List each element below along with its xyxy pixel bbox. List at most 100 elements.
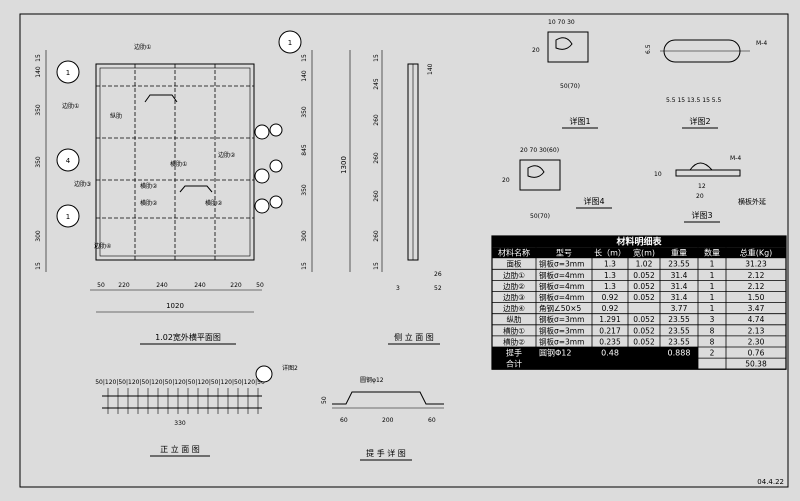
part-label: 边肋④ [94, 242, 111, 250]
plan-left-dim: 350 [35, 156, 42, 168]
table-cell: 边肋② [503, 281, 525, 291]
detail-1-title: 详图1 [569, 116, 590, 126]
table-cell: 合计 [506, 359, 522, 369]
side-dim: 245 [373, 78, 380, 90]
svg-text:50: 50 [321, 396, 328, 404]
part-label: 横肋② [140, 199, 158, 207]
table-cell: 0.888 [668, 349, 691, 358]
table-cell: 0.92 [602, 293, 619, 302]
svg-text:M-4: M-4 [730, 155, 741, 162]
side-dim: 260 [373, 114, 380, 126]
svg-text:52: 52 [434, 285, 442, 292]
table-cell: 0.052 [633, 315, 655, 324]
table-header: 材料名称 [498, 248, 530, 258]
table-cell: 0.052 [633, 282, 655, 291]
table-cell: 角钢∠50×5 [539, 303, 582, 313]
table-cell: 23.55 [668, 337, 690, 346]
table-cell: 2.13 [748, 326, 765, 335]
svg-text:12: 12 [698, 183, 706, 190]
handle-detail: 圆钢φ12 60 200 60 50 提 手 详 图 [321, 376, 444, 461]
svg-text:20: 20 [532, 47, 540, 54]
side-view-title: 侧 立 面 图 [394, 332, 434, 342]
plan-bottom-dim: 220 [118, 282, 130, 289]
table-cell: 31.4 [671, 271, 688, 280]
plan-right-dim: 350 [301, 106, 308, 118]
svg-text:10: 10 [654, 171, 662, 178]
detail-1: 10 70 30 20 50(70) 详图1 [532, 19, 598, 129]
callout-circle: 1 [278, 30, 302, 54]
callout-circle: 1 [56, 60, 80, 84]
detail-3: M-4 10 12 20 横板外延 详图3 [654, 155, 766, 223]
table-cell: 面板 [507, 259, 522, 269]
plan-bottom-dim: 240 [156, 282, 168, 289]
table-cell: 边肋④ [503, 303, 525, 313]
table-cell: 0.217 [599, 326, 621, 335]
svg-text:50(70): 50(70) [560, 83, 580, 90]
table-cell: 31.4 [671, 282, 688, 291]
table-cell: 1.3 [604, 271, 616, 280]
table-cell: 50.38 [745, 360, 767, 369]
part-label: 横肋② [140, 182, 158, 190]
table-cell: 8 [710, 337, 715, 346]
plan-right-dim: 15 [301, 54, 308, 62]
table-cell: 8 [710, 326, 715, 335]
plan-right-dim: 300 [301, 230, 308, 242]
svg-text:4: 4 [66, 157, 71, 165]
table-cell: 钢板σ=3mm [539, 314, 584, 324]
svg-text:60: 60 [428, 417, 436, 424]
table-cell: 1.3 [604, 260, 616, 269]
table-cell: 1 [710, 271, 715, 280]
table-cell: 3.47 [748, 304, 765, 313]
table-title: 材料明细表 [615, 236, 662, 248]
table-header: 宽(m) [633, 248, 655, 258]
svg-text:200: 200 [382, 417, 394, 424]
table-cell: 0.052 [633, 337, 655, 346]
front-callout: 详图2 [282, 364, 298, 372]
table-cell: 圆钢Φ12 [539, 348, 571, 358]
plan-left-dim: 300 [35, 230, 42, 242]
side-dim: 15 [373, 54, 380, 62]
handle-bottom [179, 185, 213, 193]
svg-text:20: 20 [696, 193, 704, 200]
svg-text:10 70 30: 10 70 30 [548, 19, 575, 26]
plan-title: 1.02宽外横平面图 [155, 332, 221, 342]
table-cell: 4.74 [748, 315, 765, 324]
part-label: 边肋② [218, 151, 236, 159]
table-cell: 3 [710, 315, 715, 324]
table-cell: 横肋② [503, 336, 525, 346]
plan-bottom-dim: 50 [97, 282, 105, 289]
table-header: 总重(Kg) [740, 248, 773, 258]
table-cell: 1.291 [599, 315, 621, 324]
table-border [491, 235, 787, 370]
svg-text:1: 1 [66, 69, 70, 77]
table-cell: 23.55 [668, 326, 690, 335]
plan-bottom-dim: 50 [256, 282, 264, 289]
svg-text:140: 140 [427, 63, 434, 75]
side-dim: 15 [373, 262, 380, 270]
plan-left-dim: 15 [35, 262, 42, 270]
detail-4-title: 详图4 [583, 196, 604, 206]
table-cell: 0.76 [748, 349, 765, 358]
table-cell: 边肋① [503, 270, 525, 280]
svg-text:1: 1 [288, 39, 292, 47]
part-label: 边肋① [134, 43, 151, 51]
svg-text:20: 20 [502, 177, 510, 184]
table-cell: 0.052 [633, 293, 655, 302]
callout-circle: 1 [56, 204, 80, 228]
table-cell: 0.48 [601, 349, 619, 358]
table-cell: 23.55 [668, 260, 690, 269]
table-cell: 提手 [506, 348, 522, 358]
table-cell: 3.77 [671, 304, 688, 313]
side-dim: 260 [373, 230, 380, 242]
part-label: 边肋① [62, 102, 79, 110]
plan-bottom-dim: 220 [230, 282, 242, 289]
detail-3-note: 横板外延 [738, 197, 766, 206]
detail-4: 20 70 30(60) 20 50(70) 详图4 [502, 147, 612, 220]
plan-bottom-dim: 240 [194, 282, 206, 289]
plan-total-width: 1020 [166, 302, 184, 310]
table-header: 重量 [671, 248, 687, 258]
table-cell: 0.052 [633, 326, 655, 335]
table-cell: 1 [710, 260, 715, 269]
